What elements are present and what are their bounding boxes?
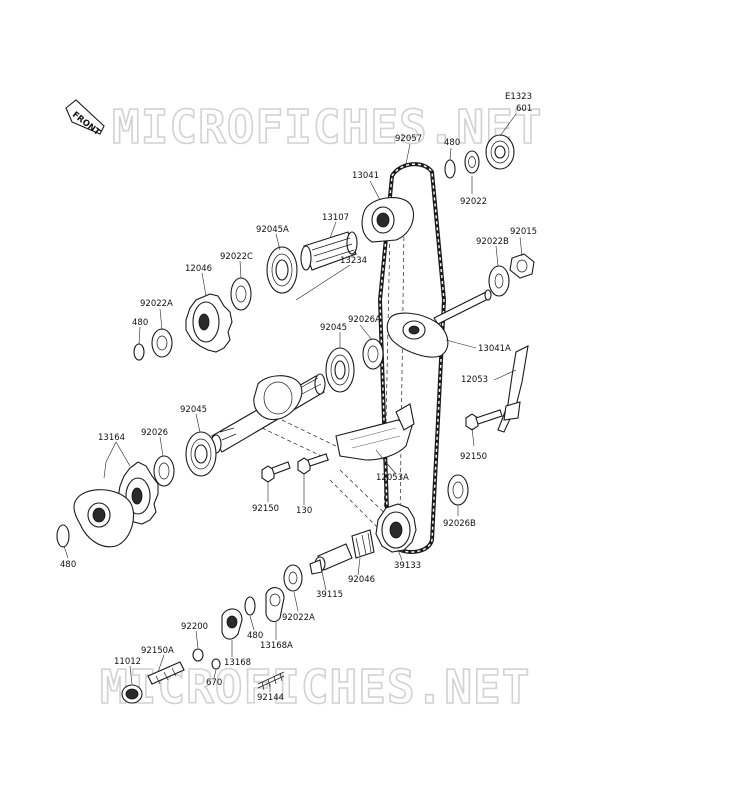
- label-480: 480: [444, 138, 460, 148]
- bolt-92150-right: [465, 409, 503, 431]
- label-480-far-left: 480: [60, 560, 76, 570]
- label-92045A: 92045A: [256, 225, 289, 235]
- part-labels: 601 480 92057 92022 13041 13107 92045A 9…: [60, 104, 537, 703]
- label-92144: 92144: [257, 693, 284, 703]
- label-13041A: 13041A: [478, 344, 511, 354]
- sprocket-39133: [375, 503, 417, 553]
- bearing-92045-lower: [185, 431, 217, 477]
- watermark-bottom: MICROFICHES.NET: [100, 660, 530, 714]
- bolt-92150A: [147, 661, 185, 685]
- label-39133: 39133: [394, 561, 421, 571]
- label-92150-mid: 92150: [252, 504, 279, 514]
- label-13164: 13164: [98, 433, 125, 443]
- label-12053A: 12053A: [376, 473, 409, 483]
- circlip-480-top: [444, 159, 456, 179]
- nut-92015: [509, 253, 535, 279]
- bearing-92045A: [266, 246, 298, 294]
- tensioner-13041A: [386, 289, 492, 358]
- shaft-39115: [309, 543, 353, 575]
- guide-line: [383, 229, 391, 521]
- label-92022: 92022: [460, 197, 487, 207]
- bolt-130: [297, 453, 329, 475]
- label-480-left: 480: [132, 318, 148, 328]
- chain-guide-12053: [497, 345, 529, 433]
- guide-line: [399, 229, 405, 521]
- collar-92026A: [362, 338, 384, 370]
- label-92057: 92057: [395, 134, 422, 144]
- washer-92022: [464, 150, 480, 174]
- label-13168: 13168: [224, 658, 251, 668]
- label-11012: 11012: [114, 657, 141, 667]
- label-92045-lower: 92045: [180, 405, 207, 415]
- bolt-92150-mid: [261, 461, 291, 483]
- holder-13164: [73, 489, 134, 548]
- label-92022A: 92022A: [140, 299, 173, 309]
- circlip-480-far-left: [56, 524, 70, 548]
- label-92026A: 92026A: [348, 315, 381, 325]
- label-92015: 92015: [510, 227, 537, 237]
- label-92026: 92026: [141, 428, 168, 438]
- label-39115: 39115: [316, 590, 343, 600]
- guide-line: [281, 419, 341, 449]
- washer-92200: [192, 648, 204, 662]
- label-13234: 13234: [340, 256, 367, 266]
- circlip-480-left: [133, 343, 145, 361]
- label-601: 601: [516, 104, 532, 114]
- collar-92026B: [447, 474, 469, 506]
- collar-92026: [153, 455, 175, 487]
- label-92045-upper: 92045: [320, 323, 347, 333]
- label-12046: 12046: [185, 264, 212, 274]
- circlip-480-lower: [244, 596, 256, 616]
- washer-92022A: [151, 328, 173, 358]
- label-480-lower: 480: [247, 631, 263, 641]
- plate-13168A: [265, 587, 285, 623]
- lever-13168: [221, 608, 243, 640]
- leader-lines: [63, 113, 523, 692]
- washer-92022C: [230, 277, 252, 311]
- label-92022B: 92022B: [476, 237, 509, 247]
- chain-guide-12053A: [335, 403, 415, 461]
- label-92026B: 92026B: [443, 519, 476, 529]
- label-670: 670: [206, 678, 222, 688]
- washer-92022B: [488, 265, 510, 297]
- cap-11012: [121, 684, 143, 704]
- label-92150A: 92150A: [141, 646, 174, 656]
- spring-92144: [257, 671, 285, 691]
- sprocket-holder-13041: [361, 197, 414, 243]
- label-92022A-lower: 92022A: [282, 613, 315, 623]
- label-13041: 13041: [352, 171, 379, 181]
- shaft-13234: [210, 373, 326, 454]
- label-13107: 13107: [322, 213, 349, 223]
- label-92022C: 92022C: [220, 252, 253, 262]
- label-92046: 92046: [348, 575, 375, 585]
- guide-line: [261, 427, 331, 461]
- bearing-601: [485, 134, 515, 170]
- label-130: 130: [296, 506, 312, 516]
- washer-92022A-lower: [283, 564, 303, 592]
- label-13168A: 13168A: [260, 641, 293, 651]
- label-92150-right: 92150: [460, 452, 487, 462]
- label-92200: 92200: [181, 622, 208, 632]
- front-arrow-icon: FRONT: [65, 99, 105, 138]
- sprocket-12046: [185, 293, 233, 353]
- label-12053: 12053: [461, 375, 488, 385]
- ring-670: [211, 658, 221, 670]
- bearing-92045-upper: [325, 347, 355, 393]
- spline-shaft-13107: [300, 231, 358, 271]
- bearing-92046: [351, 529, 375, 559]
- diagram-code: E1323: [505, 92, 532, 102]
- watermark-top: MICROFICHES.NET: [112, 100, 542, 154]
